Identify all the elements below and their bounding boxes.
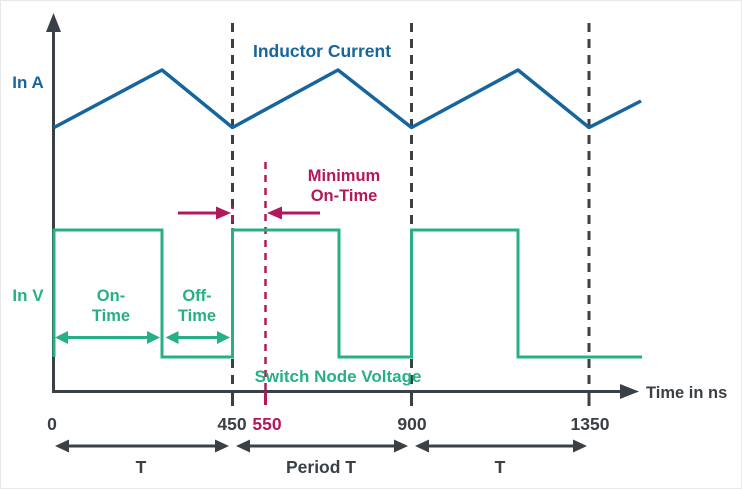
period-arrow-left <box>55 439 229 453</box>
y-axis-arrowhead-icon <box>46 13 61 32</box>
minimum-on-time-label-line1: Minimum <box>308 167 380 185</box>
on-time-arrow <box>55 331 160 344</box>
off-time-label-line2: Time <box>178 307 216 325</box>
min-on-time-arrow-left <box>178 206 231 220</box>
x-axis-arrowhead-icon <box>620 384 639 399</box>
on-time-label-line2: Time <box>92 307 130 325</box>
tick-label-0: 0 <box>47 414 57 434</box>
period-label-left: T <box>136 457 147 477</box>
inductor-current-label: Inductor Current <box>253 41 391 61</box>
y-axis-label-current: In A <box>12 73 43 92</box>
off-time-label-line1: Off- <box>182 287 211 305</box>
min-on-time-arrow-right <box>267 206 320 220</box>
on-time-label-line1: On- <box>97 287 125 305</box>
period-arrow-right <box>415 439 587 453</box>
minimum-on-time-label-line2: On-Time <box>311 187 378 205</box>
period-label-right: T <box>495 457 506 477</box>
inductor-current-wave <box>53 68 642 130</box>
off-time-arrow <box>165 331 230 344</box>
tick-label-550: 550 <box>252 414 281 434</box>
switch-node-voltage-label: Switch Node Voltage <box>255 367 422 386</box>
tick-label-900: 900 <box>397 414 426 434</box>
y-axis-label-voltage: In V <box>12 286 44 305</box>
period-arrow-center <box>236 439 408 453</box>
tick-label-450: 450 <box>217 414 246 434</box>
tick-label-1350: 1350 <box>571 414 610 434</box>
period-label-center: Period T <box>286 457 356 477</box>
x-axis-label: Time in ns <box>646 384 727 402</box>
switch-node-voltage-wave <box>52 228 642 359</box>
